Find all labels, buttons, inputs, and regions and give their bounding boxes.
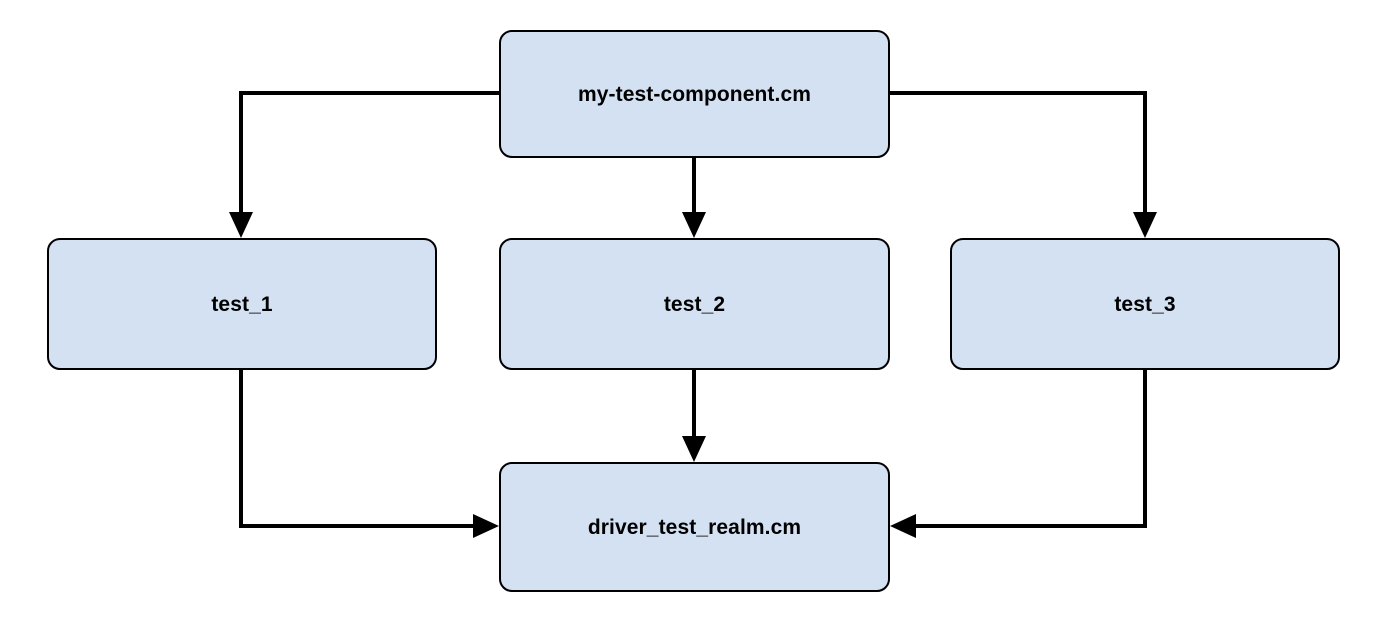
arrow-head-icon xyxy=(682,436,706,462)
arrow-head-icon xyxy=(890,514,916,538)
edge-line xyxy=(906,370,1147,528)
node-test-3[interactable]: test_3 xyxy=(950,238,1340,370)
node-label: test_2 xyxy=(663,292,726,316)
edge-test2-to-realm xyxy=(682,370,706,462)
edge-line xyxy=(890,91,1147,222)
node-label: driver_test_realm.cm xyxy=(587,515,802,539)
edge-component-to-test2 xyxy=(682,158,706,238)
edge-component-to-test1 xyxy=(229,91,499,238)
edge-line xyxy=(239,91,499,222)
node-label: test_1 xyxy=(211,292,273,316)
node-label: my-test-component.cm xyxy=(577,82,812,106)
node-label: test_3 xyxy=(1114,292,1176,316)
node-test-1[interactable]: test_1 xyxy=(47,238,437,370)
edge-test1-to-realm xyxy=(239,370,499,538)
arrow-head-icon xyxy=(682,212,706,238)
arrow-head-icon xyxy=(1133,212,1157,238)
arrow-head-icon xyxy=(473,514,499,538)
edge-test3-to-realm xyxy=(890,370,1147,538)
node-driver-test-realm[interactable]: driver_test_realm.cm xyxy=(499,462,890,592)
edge-line xyxy=(239,370,483,528)
node-my-test-component[interactable]: my-test-component.cm xyxy=(499,30,890,158)
arrow-head-icon xyxy=(229,212,253,238)
edge-component-to-test3 xyxy=(890,91,1157,238)
node-test-2[interactable]: test_2 xyxy=(499,238,890,370)
